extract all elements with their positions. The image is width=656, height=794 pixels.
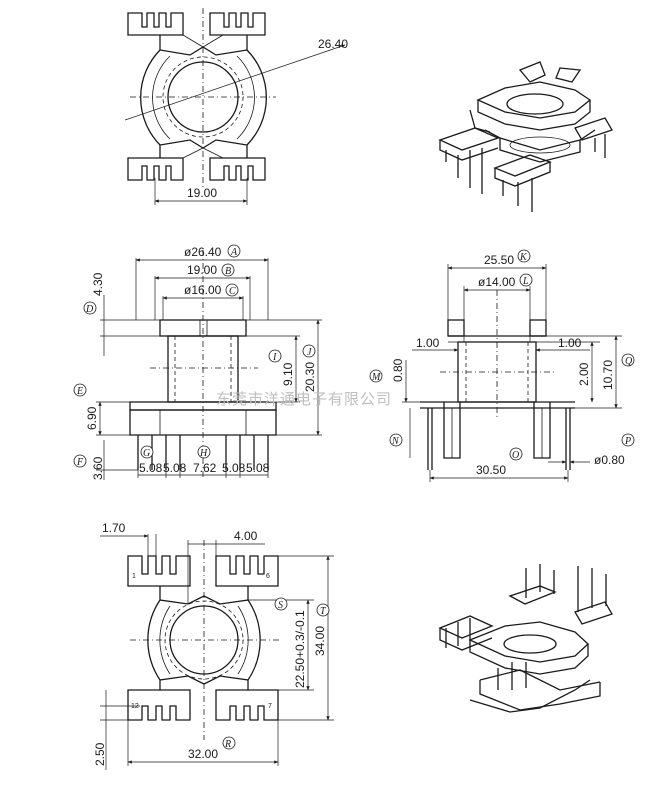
tag-B: B — [225, 266, 231, 277]
dim-J: 20.30 — [303, 362, 317, 392]
dim-pitch4: 5.08 — [246, 461, 270, 475]
dim-gap: 7.62 — [193, 461, 217, 475]
dim-gap: 4.00 — [234, 529, 258, 543]
pin-6: 6 — [266, 573, 270, 580]
dim-O: 30.50 — [476, 463, 506, 477]
tag-E: E — [76, 386, 83, 397]
dim-D: 4.30 — [91, 272, 105, 296]
top-diagonal-dim: 26.40 — [318, 37, 348, 51]
tag-I: I — [272, 352, 277, 363]
dim-T: 34.00 — [313, 626, 327, 656]
pin-12: 12 — [131, 703, 139, 710]
side-view: 25.50 K ø14.00 L 1.00 1.00 0.80 M N 2.00… — [369, 249, 635, 482]
dim-pitch1: 5.08 — [139, 461, 163, 475]
dim-A: ø26.40 — [184, 245, 222, 259]
dim-K: 25.50 — [484, 253, 514, 267]
dim-right-flange: 1.00 — [558, 336, 582, 350]
dim-L: ø14.00 — [478, 275, 516, 289]
dim-left-flange: 1.00 — [416, 336, 440, 350]
dim-E: 6.90 — [85, 406, 99, 430]
front-view: ø26.40 A 19.00 B ø16.00 C 4.30 D 9.10 I — [73, 244, 322, 480]
tag-L: L — [522, 276, 529, 287]
tag-T: T — [320, 606, 327, 617]
tag-S: S — [278, 600, 283, 611]
dim-Q: 10.70 — [601, 360, 615, 390]
dim-C: ø16.00 — [184, 283, 222, 297]
tag-O: O — [512, 450, 519, 461]
tag-A: A — [230, 247, 238, 258]
tag-G: G — [143, 448, 150, 459]
tag-Q: Q — [625, 356, 633, 367]
tag-J: J — [307, 347, 312, 358]
dim-offset: 2.50 — [93, 742, 107, 766]
tag-N: N — [391, 436, 400, 447]
tag-H: H — [199, 448, 208, 459]
tag-K: K — [519, 252, 528, 263]
dim-pitch2: 5.08 — [163, 461, 187, 475]
top-width-dim: 19.00 — [187, 186, 217, 200]
dim-S: 22.50+0.3/-0.1 — [293, 610, 307, 688]
tag-F: F — [76, 457, 84, 468]
pin-1: 1 — [132, 573, 136, 580]
tag-D: D — [85, 304, 94, 315]
dim-F: 3.60 — [91, 456, 105, 480]
pin-7: 7 — [268, 703, 272, 710]
top-view: 26.40 19.00 — [124, 8, 348, 205]
tag-R: R — [224, 739, 231, 750]
dim-I: 9.10 — [281, 362, 295, 386]
watermark: 东莞市洋通电子有限公司 — [216, 390, 392, 408]
dim-pitch3: 5.08 — [222, 461, 246, 475]
dim-slot: 1.70 — [102, 521, 126, 535]
tag-C: C — [229, 286, 236, 297]
dim-inner: 2.00 — [577, 362, 591, 386]
dim-P: ø0.80 — [594, 453, 625, 467]
tag-M: M — [371, 372, 381, 383]
tag-P: P — [624, 436, 631, 447]
dim-B: 19.00 — [187, 263, 217, 277]
dim-R: 32.00 — [188, 747, 218, 761]
dim-M: 0.80 — [391, 358, 405, 382]
isometric-view-top — [438, 61, 613, 212]
isometric-view-bottom — [438, 564, 613, 713]
bottom-view: 1 6 12 7 1.70 4.00 22.50+0.3/-0.1 S 34.0… — [93, 521, 334, 770]
